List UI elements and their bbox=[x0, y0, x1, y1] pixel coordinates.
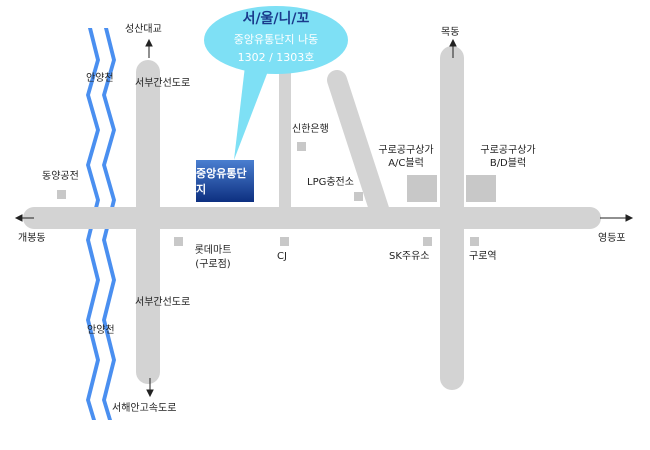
callout-subtitle: 중앙유통단지 나동 bbox=[233, 33, 319, 46]
callout bbox=[204, 6, 348, 160]
river-label-lower: 안양천 bbox=[87, 325, 115, 336]
callout-title: 서/울/니/꼬 bbox=[242, 11, 310, 27]
direction-arrows bbox=[14, 38, 634, 398]
arrow-west-icon bbox=[14, 214, 34, 222]
label-dongyang: 동양공전 bbox=[42, 171, 79, 182]
label-sk: SK주유소 bbox=[389, 251, 430, 262]
label-cj: CJ bbox=[277, 251, 287, 262]
label-guro-station: 구로역 bbox=[469, 251, 497, 262]
arrow-east-icon bbox=[600, 214, 634, 222]
landmark-markers bbox=[57, 142, 496, 246]
label-mall-bd-line2: B/D블럭 bbox=[489, 158, 527, 169]
label-shinhan: 신한은행 bbox=[292, 124, 329, 135]
destination-label: 중앙유통단지 bbox=[196, 167, 247, 196]
river-label-upper: 안양천 bbox=[86, 73, 114, 84]
label-lotte-line2: (구로점) bbox=[195, 259, 231, 270]
label-mall-bd-line1: 구로공구상가 bbox=[480, 145, 536, 156]
arrow-north-right-icon bbox=[449, 38, 457, 58]
guro-station-marker bbox=[470, 237, 479, 246]
dongyang-marker bbox=[57, 190, 66, 199]
lotte-marker bbox=[174, 237, 183, 246]
label-lotte-line1: 롯데마트 bbox=[194, 245, 232, 256]
road-label-upper: 서부간선도로 bbox=[135, 78, 191, 89]
direction-west: 개봉동 bbox=[18, 233, 46, 244]
direction-north-right: 목동 bbox=[441, 27, 460, 38]
mall-ac-block bbox=[407, 175, 437, 202]
label-lpg: LPG충전소 bbox=[307, 177, 354, 188]
arrow-south-icon bbox=[146, 378, 154, 398]
road-label-lower: 서부간선도로 bbox=[135, 297, 191, 308]
label-mall-ac-line1: 구로공구상가 bbox=[378, 145, 434, 156]
cj-marker bbox=[280, 237, 289, 246]
diagonal-road bbox=[327, 70, 390, 222]
mall-bd-block bbox=[466, 175, 496, 202]
callout-units: 1302 / 1303호 bbox=[237, 51, 315, 64]
direction-east: 영등포 bbox=[598, 233, 626, 244]
callout-bubble bbox=[204, 6, 348, 74]
sk-marker bbox=[423, 237, 432, 246]
lpg-marker bbox=[354, 192, 363, 201]
arrow-north-left-icon bbox=[145, 38, 153, 58]
destination-building bbox=[196, 160, 254, 202]
roads bbox=[23, 46, 601, 390]
direction-south: 서해안고속도로 bbox=[112, 403, 177, 414]
callout-pointer bbox=[234, 66, 270, 160]
label-mall-ac-line2: A/C블럭 bbox=[388, 158, 424, 169]
shinhan-marker bbox=[297, 142, 306, 151]
direction-north-left: 성산대교 bbox=[125, 24, 162, 35]
